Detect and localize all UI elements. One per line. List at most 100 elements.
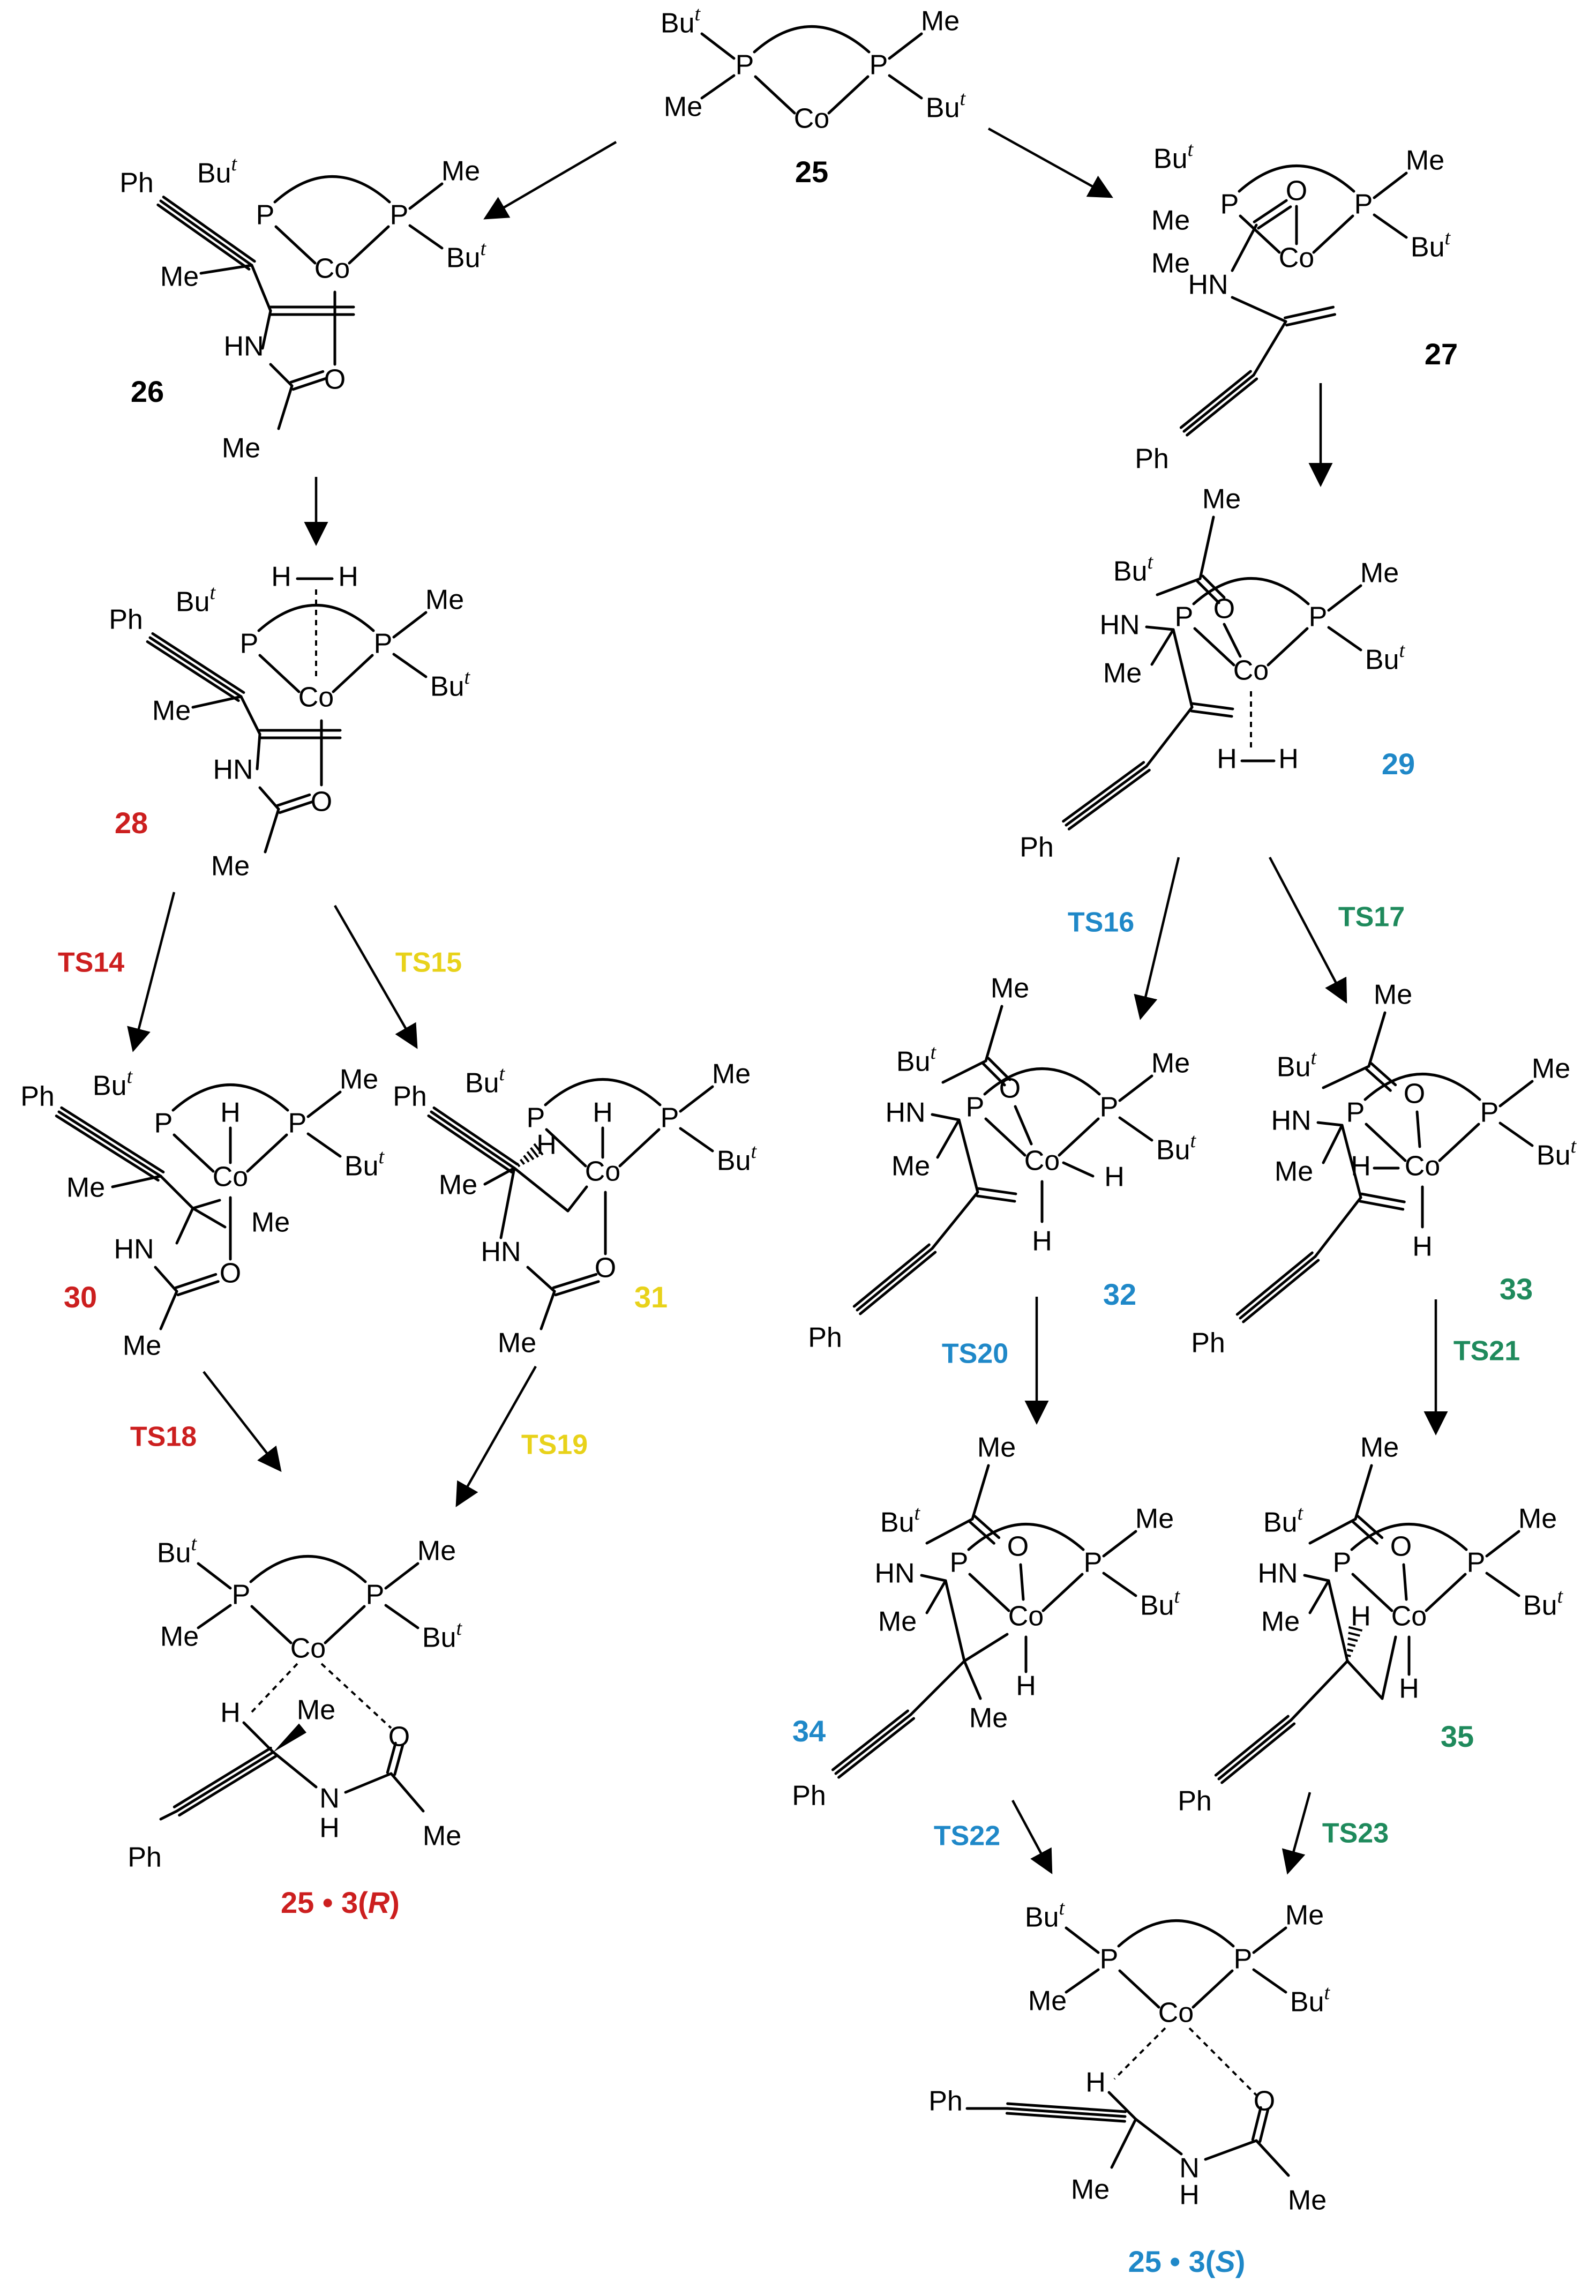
alkyne-triple-bond <box>162 196 256 263</box>
alkyne-triple-bond <box>852 1243 931 1308</box>
bond <box>944 1579 966 1663</box>
ligand-backbone-arc <box>1350 1523 1468 1551</box>
hydrogen-atom: H <box>319 1813 340 1844</box>
bond <box>1145 625 1175 631</box>
bond <box>306 1132 342 1158</box>
bond <box>1239 214 1281 254</box>
methyl-label: Me <box>160 261 199 293</box>
bond <box>618 1128 661 1168</box>
alkyne-triple-bond <box>1242 1259 1320 1323</box>
hydrogen-atom: H <box>536 1130 557 1161</box>
bond <box>264 807 280 854</box>
bond <box>526 1266 556 1293</box>
arrow-28-to-30 <box>127 892 176 1052</box>
alkyne-triple-bond <box>831 1709 909 1771</box>
bond <box>1373 171 1408 199</box>
alkyne-triple-bond <box>1005 2112 1126 2123</box>
alkyne-triple-bond <box>1239 1255 1317 1320</box>
bond <box>1252 320 1287 377</box>
bond <box>348 225 390 265</box>
bond <box>1065 1968 1100 1994</box>
methyl-label: Me <box>991 973 1029 1004</box>
methyl-label: Me <box>123 1330 161 1362</box>
alkyne-triple-bond <box>146 640 240 702</box>
phosphorus-atom: P <box>232 1580 251 1611</box>
bond <box>1346 1659 1384 1700</box>
compound-34-label: 34 <box>792 1714 826 1748</box>
phosphorus-atom: P <box>1100 1944 1119 1975</box>
carbonyl-double-bond <box>987 1057 1011 1081</box>
tbutyl-label: But <box>717 1140 758 1177</box>
carbonyl-double-bond <box>1251 2106 1262 2141</box>
bond <box>1322 1124 1344 1164</box>
alkene-double-bond <box>977 1187 1017 1195</box>
cobalt-atom: Co <box>1158 1998 1194 2029</box>
carbonyl-double-bond <box>289 370 325 384</box>
phosphorus-atom: P <box>288 1108 307 1139</box>
bond <box>1231 296 1287 323</box>
hash-stroke <box>1348 1626 1363 1632</box>
bond <box>159 1175 194 1210</box>
tbutyl-label: But <box>176 581 216 618</box>
bond <box>111 1175 162 1188</box>
arrow-28-to-31 <box>334 904 418 1049</box>
bond <box>1367 1011 1387 1068</box>
bond <box>159 1809 178 1821</box>
bond <box>925 1517 974 1545</box>
alkyne-triple-bond <box>856 1247 934 1312</box>
methyl-label: Me <box>441 156 480 187</box>
bond <box>392 653 428 678</box>
carbonyl-double-bond <box>1253 199 1288 223</box>
amide-nh-label: HN <box>1099 610 1140 641</box>
bond <box>513 1166 570 1213</box>
cobalt-atom: Co <box>794 103 829 134</box>
ts15-label: TS15 <box>395 947 462 978</box>
amide-nh-label: HN <box>874 1558 915 1589</box>
bond <box>1102 1530 1137 1558</box>
arrow-31-to-product-r <box>455 1365 537 1507</box>
oxygen-atom: O <box>1286 176 1307 207</box>
phenyl-label: Ph <box>20 1081 55 1112</box>
compound-32-label: 32 <box>1103 1277 1136 1311</box>
bond <box>408 182 444 210</box>
methyl-label: Me <box>1071 2174 1110 2205</box>
methyl-label: Me <box>1275 1156 1313 1187</box>
bond <box>1107 2091 1137 2121</box>
arrow-29-to-32 <box>1134 857 1180 1020</box>
tbutyl-label: But <box>446 237 487 274</box>
carbonyl-double-bond <box>973 1515 1001 1539</box>
carbonyl-double-bond <box>393 1744 404 1776</box>
bond <box>1314 1196 1362 1258</box>
bond <box>754 75 796 115</box>
alkyne-triple-bond <box>834 1713 912 1775</box>
bond <box>258 654 301 693</box>
methyl-label: Me <box>921 6 960 37</box>
agostic-dashed <box>251 1663 298 1713</box>
hydrogen-atom: H <box>1278 744 1299 775</box>
oxygen-atom: O <box>220 1258 241 1289</box>
bond <box>984 1005 1003 1063</box>
hash-stroke <box>1347 1637 1358 1642</box>
hydrogen-atom: H <box>338 562 358 593</box>
co-o-dashed <box>1188 2027 1257 2096</box>
ligand-backbone-arc <box>273 175 391 204</box>
bond <box>1373 213 1408 239</box>
alkyne-triple-bond <box>1214 1715 1290 1777</box>
bond <box>920 1574 947 1582</box>
carbonyl-double-bond <box>276 793 311 807</box>
co-c-bond <box>963 1633 1009 1663</box>
methyl-label: Me <box>891 1151 930 1182</box>
bond <box>250 1605 293 1644</box>
methyl-label: Me <box>1374 979 1412 1011</box>
alkene-double-bond <box>976 1194 1016 1203</box>
bond <box>1425 1573 1467 1612</box>
cobalt-atom: Co <box>1391 1601 1427 1632</box>
bond <box>1290 1659 1349 1722</box>
cobalt-atom: Co <box>213 1162 248 1193</box>
bond <box>1118 1074 1153 1102</box>
bond <box>191 1207 227 1229</box>
bond <box>1102 1572 1137 1597</box>
bond <box>971 1464 990 1521</box>
methyl-label: Me <box>297 1695 335 1726</box>
